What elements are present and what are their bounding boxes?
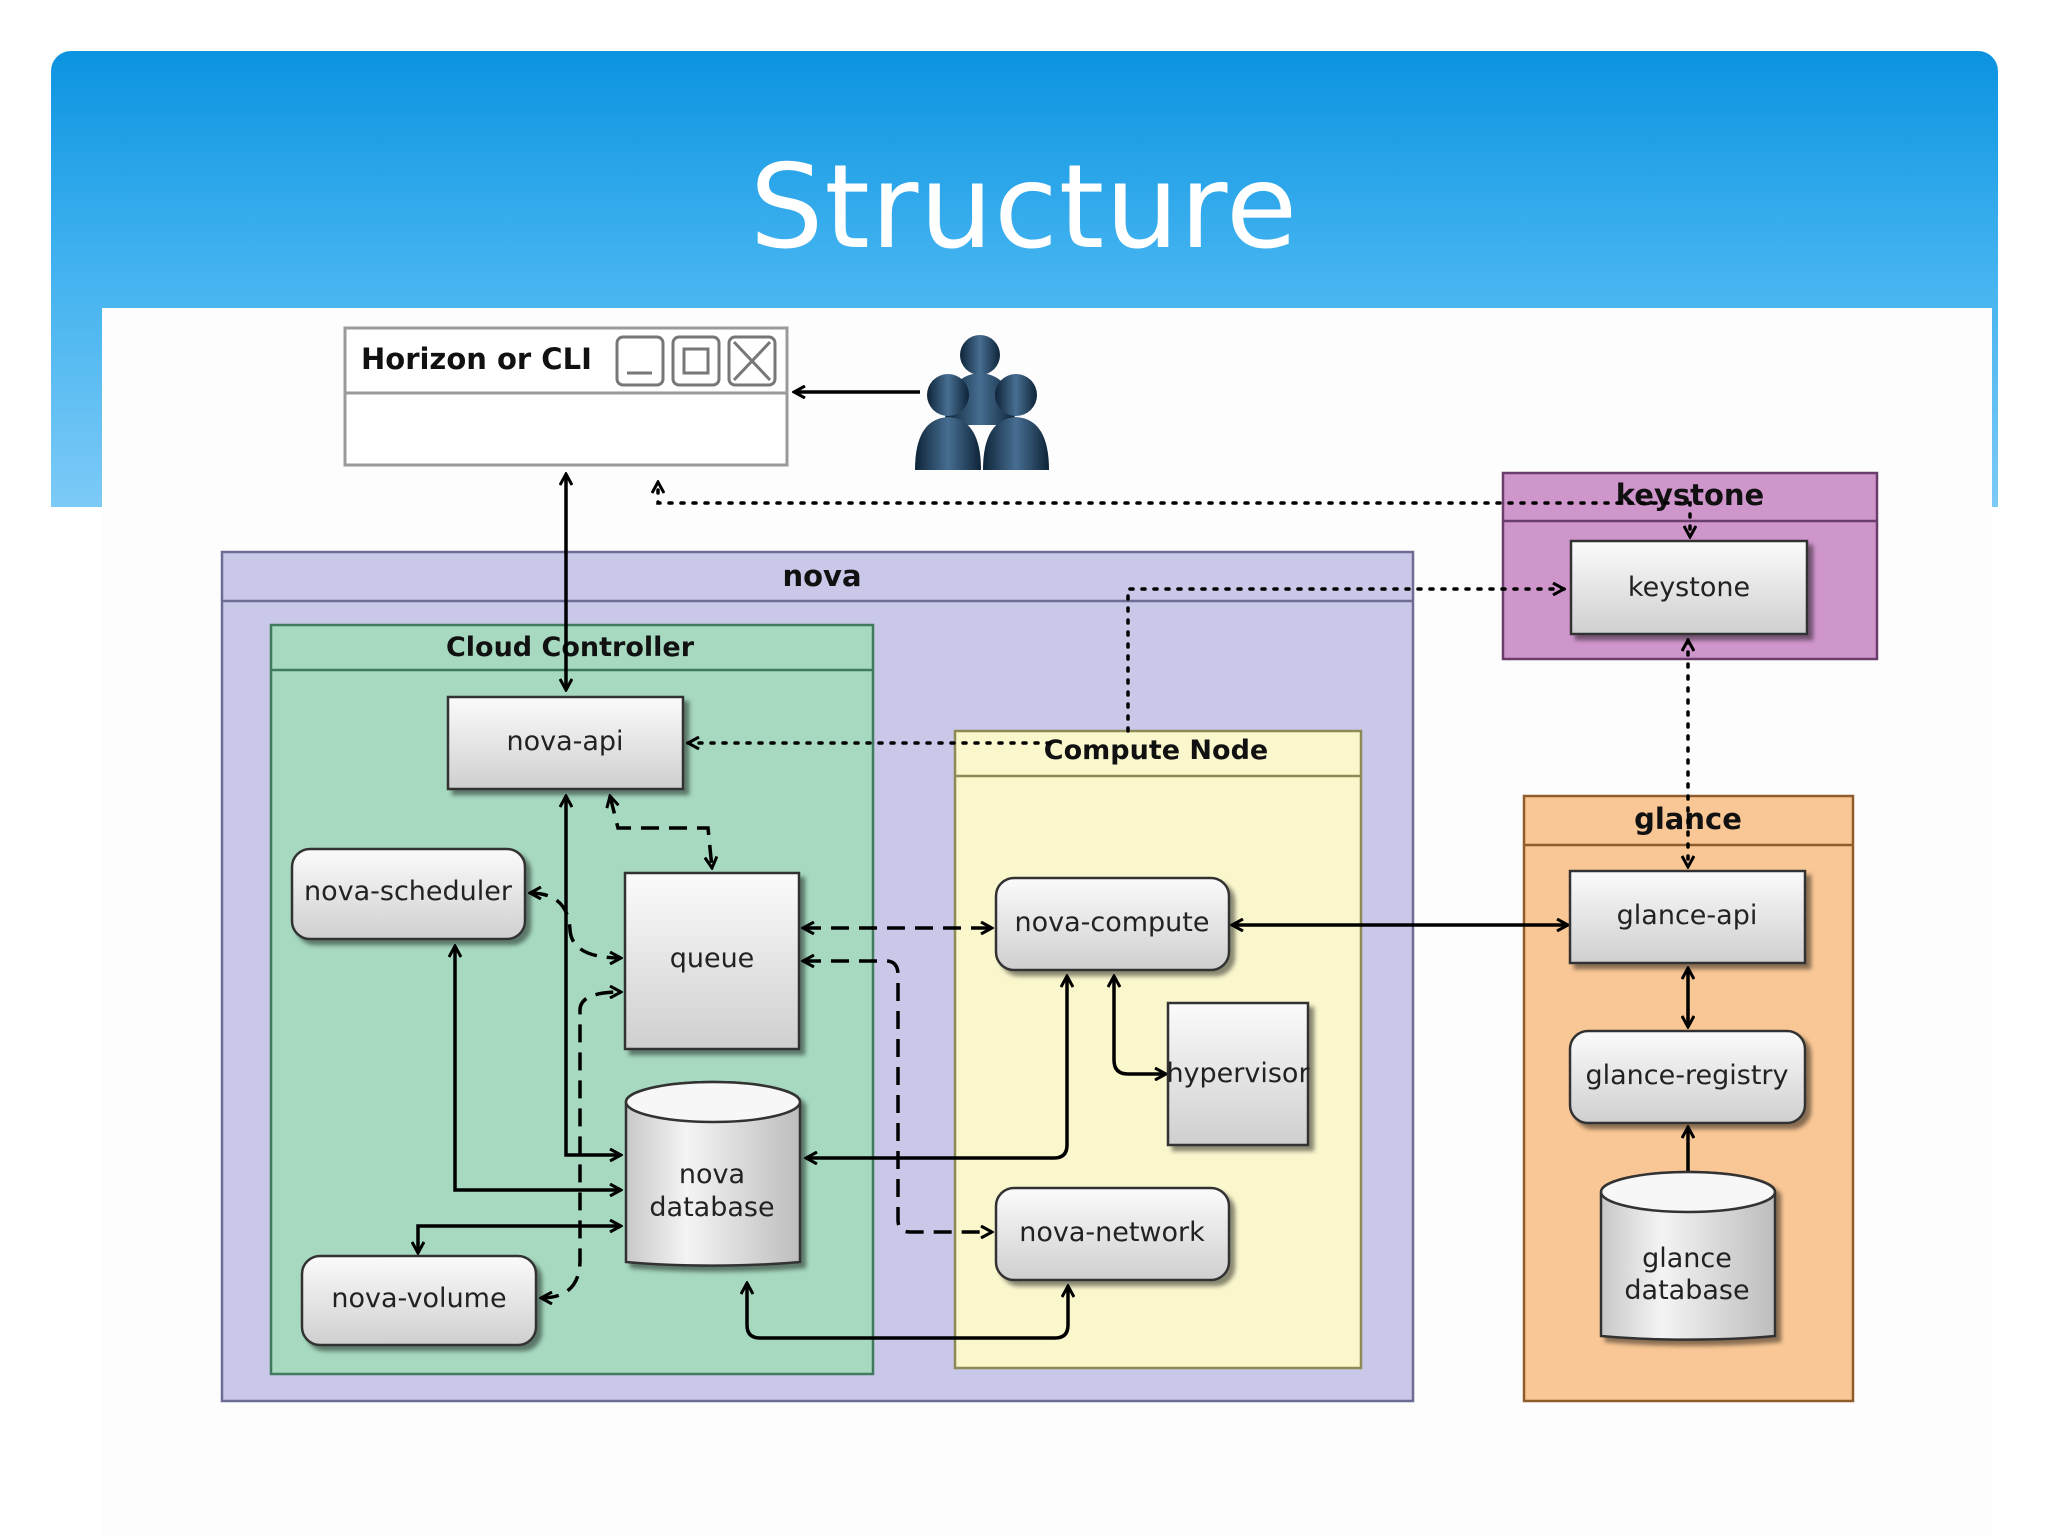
- glance-database-label-2: database: [1624, 1275, 1749, 1306]
- nova-network-label: nova-network: [1019, 1217, 1205, 1248]
- nova-scheduler-label: nova-scheduler: [304, 876, 513, 907]
- keystone-group-title: keystone: [1616, 478, 1764, 512]
- minimize-icon: [615, 335, 665, 387]
- horizon-cli-title: Horizon or CLI: [361, 342, 592, 376]
- maximize-icon: [671, 335, 721, 387]
- glance-registry-node: [1568, 1029, 1807, 1125]
- glance-registry-label: glance-registry: [1586, 1060, 1789, 1091]
- edge-compute-hypervisor: [1114, 976, 1166, 1074]
- nova-api-node: [446, 695, 685, 791]
- nova-scheduler-node: [290, 847, 527, 941]
- glance-database-node: [1599, 1170, 1777, 1341]
- nova-compute-label: nova-compute: [1014, 907, 1209, 938]
- nova-api-label: nova-api: [506, 726, 623, 757]
- nova-compute-node: [994, 876, 1231, 972]
- edge-keystone-horizon: [658, 482, 1692, 507]
- keystone-node-label: keystone: [1628, 572, 1750, 603]
- nova-volume-node: [300, 1254, 538, 1347]
- glance-database-label-1: glance: [1642, 1243, 1732, 1274]
- nova-volume-label: nova-volume: [331, 1283, 506, 1314]
- compute-node-title: Compute Node: [1044, 735, 1268, 766]
- edge-volume-database: [418, 1226, 621, 1253]
- nova-database-node: [624, 1080, 802, 1267]
- edge-network-database: [747, 1283, 1068, 1340]
- close-icon: [727, 335, 777, 387]
- glance-api-node: [1568, 869, 1807, 965]
- nova-group-title: nova: [782, 559, 861, 593]
- keystone-node: [1569, 539, 1809, 636]
- horizon-cli-window: Horizon or CLI: [343, 326, 789, 467]
- cloud-controller-title: Cloud Controller: [446, 632, 695, 663]
- edge-compute-keystone: [1126, 589, 1564, 733]
- queue-label: queue: [670, 943, 755, 974]
- diagram-area: Horizon or CLI: [102, 308, 1992, 1536]
- edge-volume-queue: [541, 992, 621, 1298]
- users-icon: [915, 335, 1049, 470]
- architecture-diagram: Horizon or CLI: [220, 326, 1879, 1403]
- edge-compute-database: [806, 976, 1067, 1158]
- queue-node: [623, 871, 801, 1051]
- connectors: [418, 392, 1692, 1340]
- slide-title: Structure: [749, 140, 1299, 275]
- hypervisor-label: hypervisor: [1166, 1058, 1310, 1089]
- nova-database-label-2: database: [649, 1192, 774, 1223]
- nova-network-node: [994, 1186, 1231, 1282]
- glance-api-label: glance-api: [1617, 900, 1758, 931]
- nova-database-label-1: nova: [679, 1159, 745, 1190]
- hypervisor-node: [1166, 1001, 1310, 1147]
